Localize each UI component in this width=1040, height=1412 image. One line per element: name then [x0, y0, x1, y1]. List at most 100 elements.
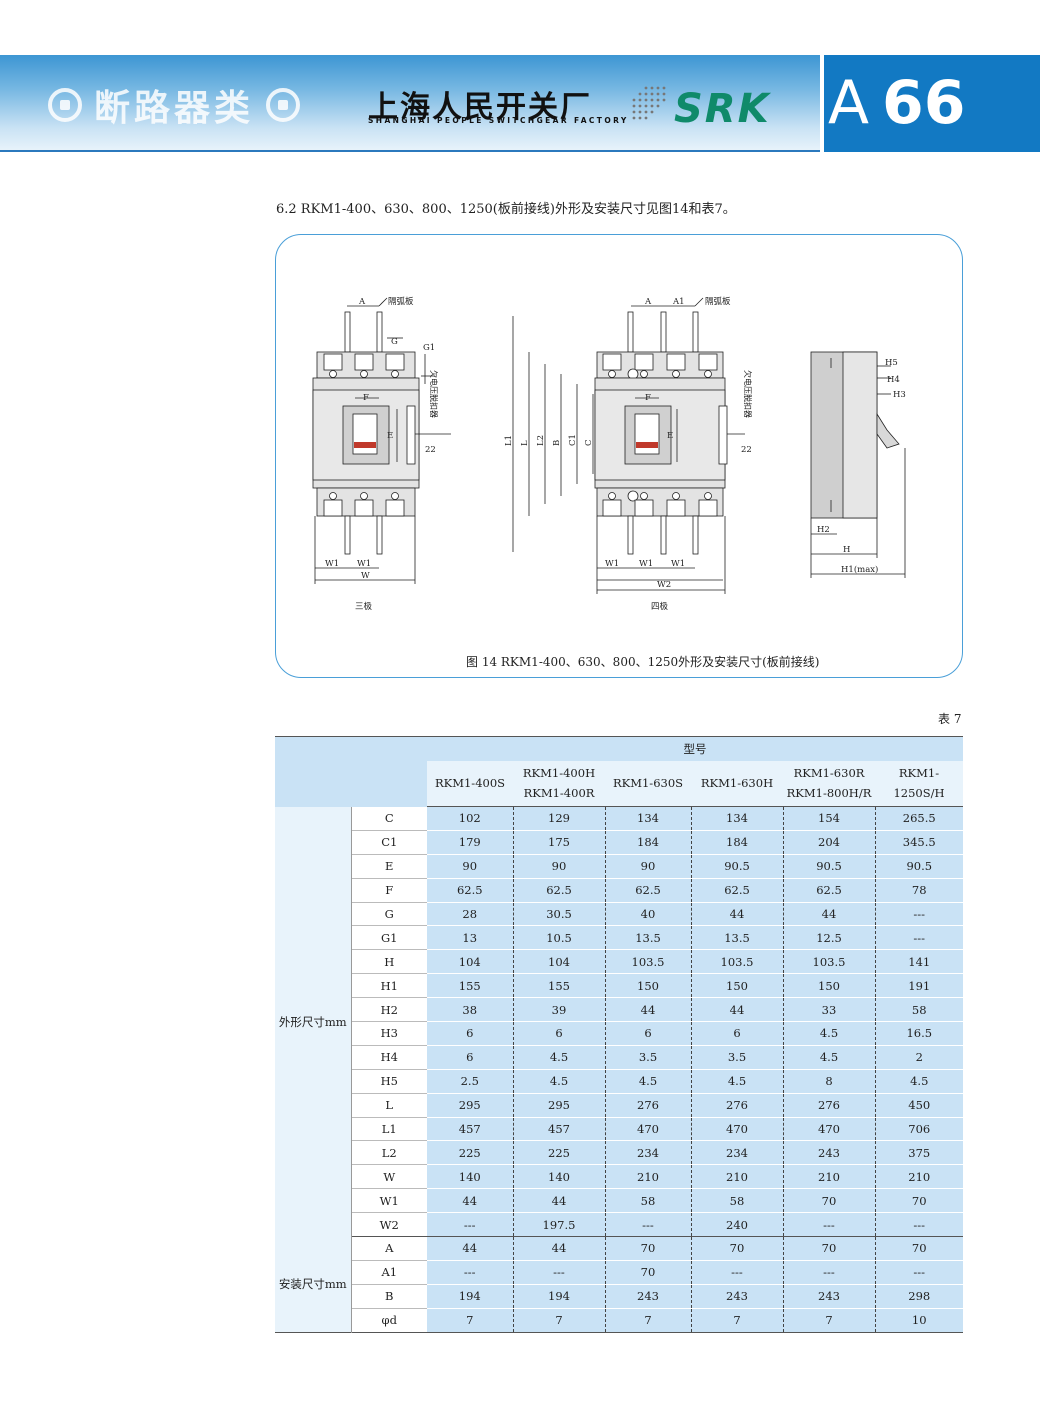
- param-value: ---: [427, 1212, 513, 1238]
- param-value: 243: [604, 1284, 691, 1309]
- side-view: [810, 351, 906, 578]
- param-value: 140: [427, 1164, 513, 1190]
- dim-G: G: [391, 337, 398, 347]
- dim-H4: H4: [887, 375, 900, 385]
- param-value: 240: [690, 1212, 783, 1238]
- model-header: RKM1-630H: [691, 760, 783, 807]
- param-value: 44: [427, 1236, 513, 1261]
- dot-pattern-icon: [632, 86, 666, 120]
- param-value: 4.5: [782, 1021, 875, 1046]
- param-name: H2: [351, 997, 427, 1023]
- param-name: φd: [351, 1308, 427, 1333]
- dim-F-4p: F: [645, 393, 651, 403]
- param-value: 234: [604, 1140, 691, 1166]
- uv-label-3p: 欠电压脱扣器: [429, 370, 439, 418]
- param-value: 706: [874, 1117, 963, 1142]
- param-value: 10: [874, 1308, 963, 1333]
- param-value: 134: [690, 806, 783, 831]
- param-value: 104: [427, 949, 513, 975]
- param-value: 44: [512, 1188, 605, 1214]
- param-value: 2.5: [427, 1069, 513, 1094]
- figure-frame: [275, 234, 963, 678]
- param-value: 295: [512, 1093, 605, 1118]
- dim-H: H: [843, 545, 850, 555]
- dim-H3: H3: [893, 390, 906, 400]
- param-name: W2: [351, 1212, 427, 1238]
- param-value: 78: [874, 878, 963, 903]
- dim-B: B: [552, 440, 562, 446]
- param-name: A: [351, 1236, 427, 1261]
- arc-label-4p: 隔弧板: [705, 296, 731, 307]
- param-value: 13.5: [690, 925, 783, 951]
- param-value: 104: [512, 949, 605, 975]
- param-value: ---: [782, 1260, 875, 1285]
- param-value: 210: [782, 1164, 875, 1190]
- table-number: 表 7: [938, 712, 962, 726]
- param-value: 470: [604, 1117, 691, 1142]
- param-name: L1: [351, 1117, 427, 1142]
- param-value: 103.5: [690, 949, 783, 975]
- brand-logo: SRK: [674, 86, 771, 132]
- param-value: ---: [690, 1260, 783, 1285]
- param-value: 4.5: [604, 1069, 691, 1094]
- param-value: 70: [782, 1236, 875, 1261]
- param-value: ---: [874, 902, 963, 927]
- group-label: 安装尺寸mm: [275, 1236, 352, 1333]
- param-value: 13: [427, 925, 513, 951]
- param-name: A1: [351, 1260, 427, 1285]
- dim-W1c-4p: W1: [671, 559, 685, 569]
- dim-W1b-3p: W1: [357, 559, 371, 569]
- param-value: 70: [874, 1236, 963, 1261]
- model-name-line2: RKM1-800H/R: [786, 786, 872, 801]
- param-value: 62.5: [512, 878, 605, 903]
- param-value: 90: [512, 854, 605, 879]
- param-value: 276: [690, 1093, 783, 1118]
- dim-W1a-3p: W1: [325, 559, 339, 569]
- param-value: 243: [690, 1284, 783, 1309]
- model-name-line1: RKM1-1250S/H: [893, 766, 945, 801]
- param-value: 197.5: [512, 1212, 605, 1238]
- param-value: 90.5: [874, 854, 963, 879]
- dim-C: C: [584, 439, 594, 446]
- dim-W1b-4p: W1: [639, 559, 653, 569]
- model-header: RKM1-630S: [605, 760, 691, 807]
- param-name: B: [351, 1284, 427, 1309]
- param-value: 345.5: [874, 830, 963, 855]
- model-group-header: 型号: [427, 736, 963, 761]
- model-name-line2: RKM1-400R: [523, 786, 595, 801]
- param-value: 40: [604, 902, 691, 927]
- dim-L2: L2: [536, 435, 546, 446]
- param-value: 155: [512, 973, 605, 999]
- param-value: 129: [512, 806, 605, 831]
- param-value: 7: [604, 1308, 691, 1333]
- param-value: 70: [690, 1236, 783, 1261]
- param-value: 70: [782, 1188, 875, 1214]
- param-value: 7: [782, 1308, 875, 1333]
- param-value: 16.5: [874, 1021, 963, 1046]
- param-value: 243: [782, 1284, 875, 1309]
- page-number-block: [820, 55, 1040, 152]
- param-value: 6: [690, 1021, 783, 1046]
- dim-H1: H1(max): [841, 564, 878, 575]
- param-name: L: [351, 1093, 427, 1118]
- param-value: 457: [512, 1117, 605, 1142]
- param-value: 103.5: [782, 949, 875, 975]
- param-value: 179: [427, 830, 513, 855]
- param-value: 62.5: [604, 878, 691, 903]
